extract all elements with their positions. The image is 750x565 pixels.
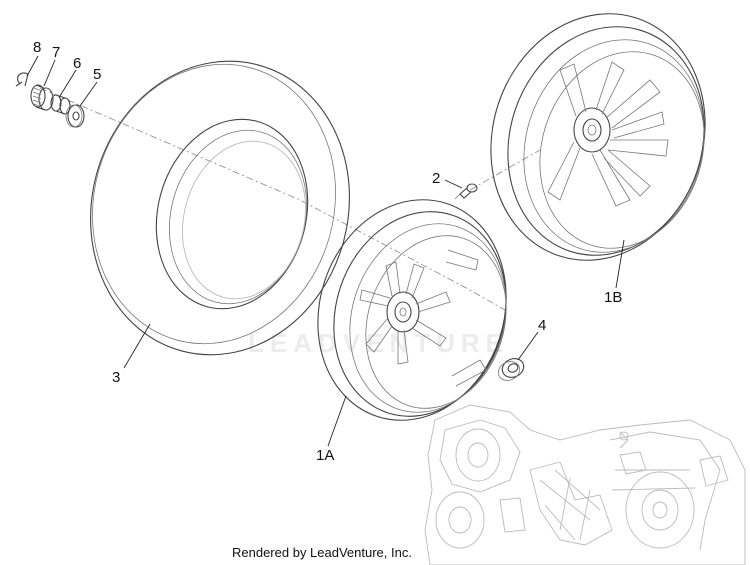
render-credit: Rendered by LeadVenture, Inc.	[232, 545, 412, 560]
callout-7: 7	[52, 44, 60, 61]
part-1B-wheel-rim	[490, 13, 706, 261]
part-1A-wheel-rim	[317, 199, 507, 421]
leader-lines	[26, 55, 625, 447]
engine-casing-illustration	[424, 404, 746, 565]
callout-5: 5	[93, 66, 101, 83]
watermark: LEADVENTURE	[248, 328, 509, 358]
callout-4: 4	[538, 317, 546, 334]
callout-8: 8	[33, 39, 41, 56]
callout-1B: 1B	[604, 289, 622, 306]
callout-6: 6	[73, 55, 81, 72]
callout-2: 2	[432, 170, 440, 187]
callout-1A: 1A	[316, 447, 334, 464]
part-2-valve	[454, 183, 478, 200]
part-5-washer	[65, 104, 85, 128]
part-3-tyre	[90, 60, 350, 356]
part-7-bearing	[30, 84, 54, 111]
axle-centerline	[39, 87, 506, 311]
screw-axis-line	[469, 149, 541, 191]
part-4-washer	[497, 358, 525, 381]
callout-3: 3	[112, 369, 120, 386]
part-8-circlip	[15, 72, 29, 87]
